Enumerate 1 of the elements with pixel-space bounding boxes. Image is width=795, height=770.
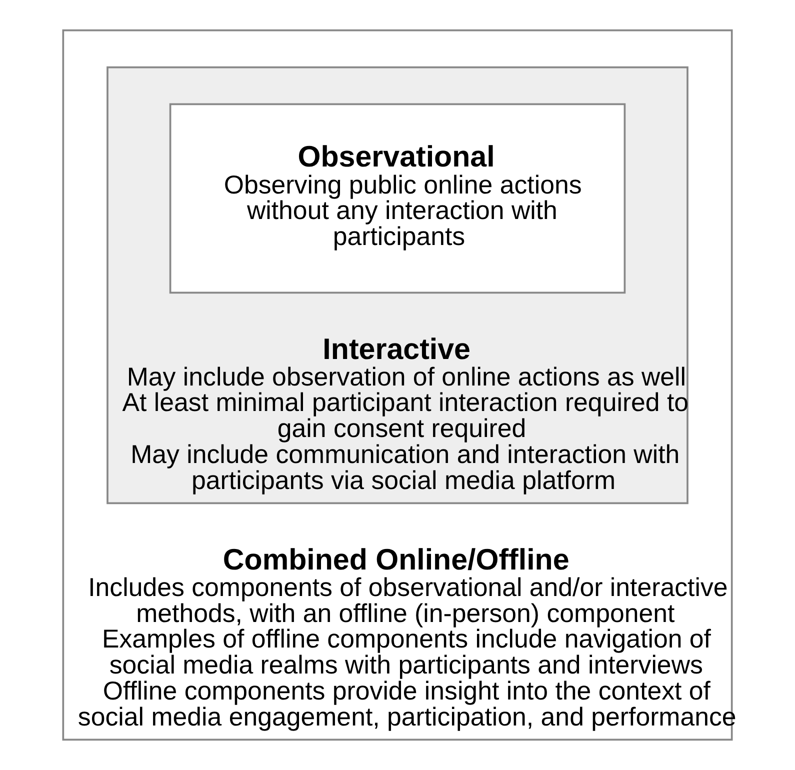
- node-box: Observational Observing public online actions without any interaction with participants: [169, 103, 626, 294]
